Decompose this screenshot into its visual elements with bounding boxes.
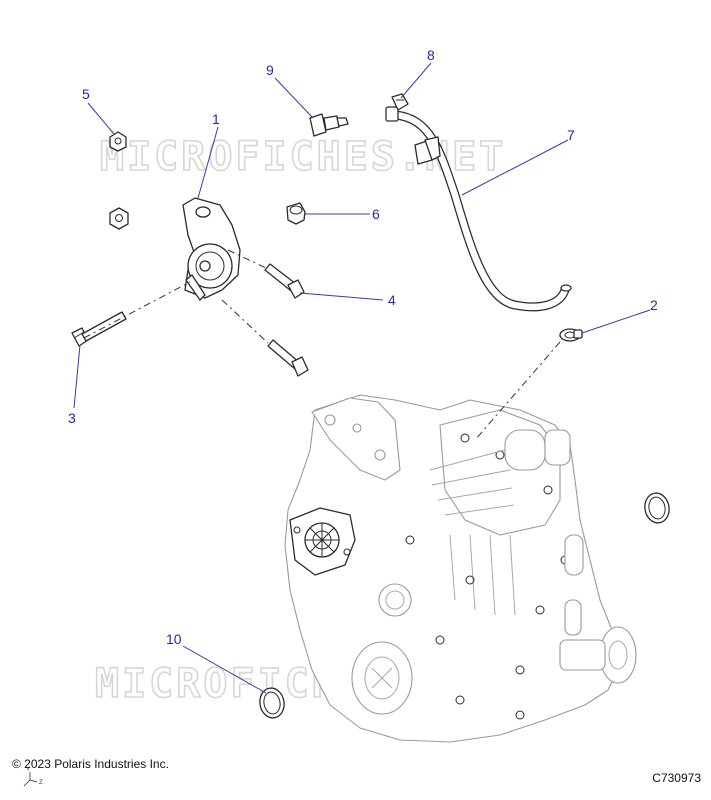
part-4-bolt-lower	[267, 339, 309, 377]
part-7-vent-hose	[385, 106, 572, 312]
assembly-line-bolt-4-upper	[227, 249, 267, 269]
part-1-sensor-housing	[182, 197, 241, 301]
part-9-vent-fitting	[309, 113, 349, 137]
part-8-clamp	[391, 93, 409, 111]
callout-6: 6	[372, 206, 380, 222]
part-10-o-ring	[259, 687, 285, 719]
part-3-bolt	[71, 311, 127, 347]
callout-8: 8	[427, 47, 435, 63]
callout-1: 1	[212, 111, 220, 127]
callout-4: 4	[388, 292, 396, 308]
extra-nut	[109, 207, 129, 230]
callout-10: 10	[166, 631, 182, 647]
part-5-nut	[109, 131, 127, 152]
callout-2: 2	[650, 297, 658, 313]
assembly-line-bolt-3	[83, 281, 191, 339]
part-2-hose-clamp	[559, 328, 583, 342]
drawing-id: C730973	[652, 771, 701, 785]
assembly-line-clamp-2	[474, 341, 561, 441]
callout-7: 7	[567, 127, 575, 143]
axis-z-label: Z	[39, 780, 43, 786]
part-6-grommet	[286, 202, 306, 225]
callout-5: 5	[82, 86, 90, 102]
o-ring-right	[644, 492, 670, 524]
copyright-text: © 2023 Polaris Industries Inc.	[12, 757, 169, 771]
assembly-line-bolt-4-lower	[221, 299, 269, 344]
callout-9: 9	[266, 62, 274, 78]
axis-y-label: Y	[26, 767, 30, 773]
leader-lines	[73, 62, 651, 694]
part-4-bolt-upper	[264, 263, 305, 299]
transmission-housing	[284, 394, 637, 743]
callout-3: 3	[68, 410, 76, 426]
axis-triad: Y Z	[23, 767, 43, 787]
